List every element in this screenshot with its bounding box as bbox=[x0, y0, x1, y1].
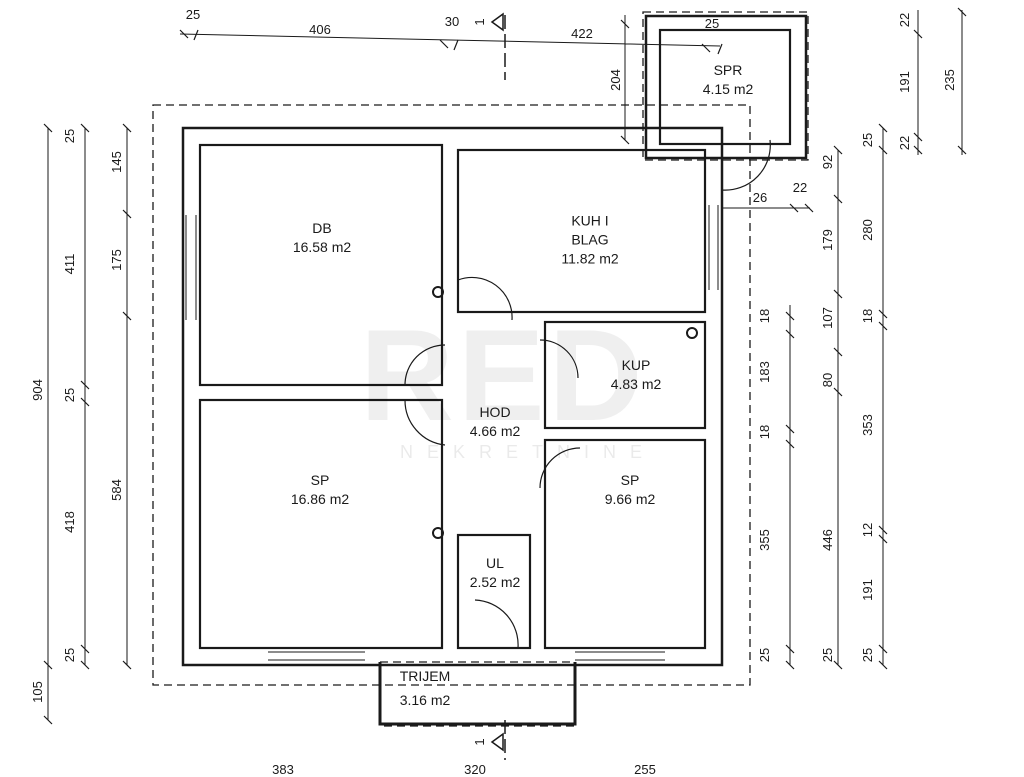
dim-label: 584 bbox=[109, 479, 124, 501]
room-ul-wall bbox=[456, 533, 532, 650]
room-area: 16.58 m2 bbox=[292, 239, 352, 255]
room-name: BLAG bbox=[571, 231, 609, 248]
dim-label: 204 bbox=[608, 69, 623, 91]
dim-label: 25 bbox=[704, 16, 720, 31]
dim-label: 80 bbox=[820, 372, 835, 388]
dim-label: 25 bbox=[62, 128, 77, 144]
dim-label: 411 bbox=[62, 253, 77, 275]
dim-label: 446 bbox=[820, 529, 835, 551]
dim-label: 22 bbox=[792, 180, 808, 195]
section-marker-top: 1 bbox=[472, 18, 487, 26]
dim-label: 30 bbox=[444, 14, 460, 29]
watermark-logo: RED bbox=[360, 302, 647, 448]
dim-label: 422 bbox=[571, 26, 593, 41]
dim-label: 183 bbox=[757, 361, 772, 383]
dim-label: 175 bbox=[109, 249, 124, 271]
dim-label: 383 bbox=[272, 762, 294, 777]
room-db-label: DB 16.58 m2 bbox=[293, 219, 351, 257]
dim-label: 18 bbox=[757, 308, 772, 324]
room-kuh-wall bbox=[456, 148, 707, 314]
dim-label: 25 bbox=[820, 647, 835, 663]
room-db-wall bbox=[198, 143, 444, 387]
dim-label: 22 bbox=[897, 135, 912, 151]
room-area: 4.66 m2 bbox=[469, 423, 521, 439]
room-name: DB bbox=[312, 220, 332, 236]
dim-label: 235 bbox=[942, 69, 957, 91]
dim-label: 25 bbox=[757, 647, 772, 663]
room-name: SP bbox=[310, 472, 330, 488]
dim-label: 280 bbox=[860, 219, 875, 241]
room-kuh-label: KUH I BLAG 11.82 m2 bbox=[561, 212, 618, 269]
dim-label: 12 bbox=[860, 522, 875, 538]
watermark-sub: NEKRETNINE bbox=[400, 442, 657, 462]
room-kup-wall bbox=[543, 320, 707, 430]
dim-label: 22 bbox=[897, 12, 912, 28]
dim-label: 418 bbox=[62, 511, 77, 533]
dim-label: 107 bbox=[820, 307, 835, 329]
dim-label: 18 bbox=[757, 424, 772, 440]
dim-label: 145 bbox=[109, 151, 124, 173]
dim-label: 191 bbox=[860, 579, 875, 601]
dim-label: 25 bbox=[185, 7, 201, 22]
room-name: KUP bbox=[621, 357, 651, 373]
dim-label: 25 bbox=[860, 647, 875, 663]
dim-label: 92 bbox=[820, 154, 835, 170]
room-name: HOD bbox=[479, 404, 511, 420]
dim-label: 25 bbox=[62, 387, 77, 403]
dim-label: 179 bbox=[820, 229, 835, 251]
dim-label: 406 bbox=[309, 22, 331, 37]
room-area: 11.82 m2 bbox=[561, 250, 619, 267]
room-spr-label: SPR 4.15 m2 bbox=[703, 61, 754, 99]
dim-label: 353 bbox=[860, 414, 875, 436]
room-sp-right-wall bbox=[543, 438, 707, 650]
room-hod-label: HOD 4.66 m2 bbox=[470, 403, 521, 441]
section-marker-bottom: 1 bbox=[472, 738, 487, 746]
room-sp-left-label: SP 16.86 m2 bbox=[291, 471, 349, 509]
dim-label: 25 bbox=[62, 647, 77, 663]
room-name: KUH I bbox=[571, 212, 609, 229]
dim-label: 355 bbox=[757, 529, 772, 551]
room-area: 2.52 m2 bbox=[469, 574, 521, 590]
room-area: 16.86 m2 bbox=[290, 491, 350, 507]
dim-label: 25 bbox=[860, 132, 875, 148]
room-sp-right-label: SP 9.66 m2 bbox=[605, 471, 656, 509]
room-area: 4.83 m2 bbox=[610, 376, 662, 392]
room-area: 9.66 m2 bbox=[604, 491, 656, 507]
spr-inner-wall bbox=[658, 28, 792, 146]
room-name: TRIJEM bbox=[399, 668, 451, 684]
room-kup-label: KUP 4.83 m2 bbox=[611, 356, 662, 394]
dim-label: 105 bbox=[30, 681, 45, 703]
spr-outer-wall bbox=[644, 14, 808, 160]
outer-wall bbox=[181, 126, 724, 667]
room-name: SP bbox=[620, 472, 640, 488]
dim-label: 191 bbox=[897, 71, 912, 93]
room-area: 4.15 m2 bbox=[702, 81, 754, 97]
roof-outline bbox=[152, 104, 751, 686]
room-name: SPR bbox=[713, 62, 743, 78]
dim-label: 904 bbox=[30, 379, 45, 401]
room-trijem-label: TRIJEM 3.16 m2 bbox=[400, 664, 451, 712]
room-ul-label: UL 2.52 m2 bbox=[470, 554, 521, 592]
spr-roof-outline bbox=[642, 11, 809, 161]
dim-label: 18 bbox=[860, 308, 875, 324]
dim-label: 255 bbox=[634, 762, 656, 777]
room-name: UL bbox=[486, 555, 504, 571]
room-sp-left-wall bbox=[198, 398, 444, 650]
room-area: 3.16 m2 bbox=[399, 692, 451, 708]
dim-label: 320 bbox=[464, 762, 486, 777]
dim-label: 26 bbox=[752, 190, 768, 205]
